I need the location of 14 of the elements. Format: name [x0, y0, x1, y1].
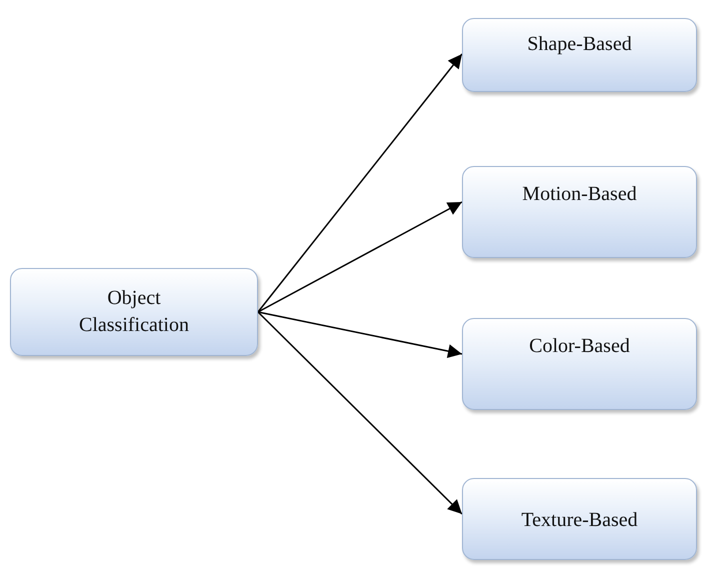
process-box — [462, 318, 697, 410]
box-label: Motion-Based — [522, 182, 637, 207]
box-label: Color-Based — [529, 334, 630, 359]
arrow — [257, 311, 463, 515]
box-label: Object Classification — [78, 286, 190, 338]
box-label: Texture-Based — [521, 508, 638, 533]
arrow — [258, 201, 462, 313]
process-box — [10, 268, 258, 356]
arrow — [258, 311, 462, 358]
box-label: Shape-Based — [527, 32, 632, 57]
process-box — [462, 478, 697, 560]
process-box — [462, 166, 697, 258]
arrow — [257, 54, 463, 312]
process-box — [462, 18, 697, 92]
